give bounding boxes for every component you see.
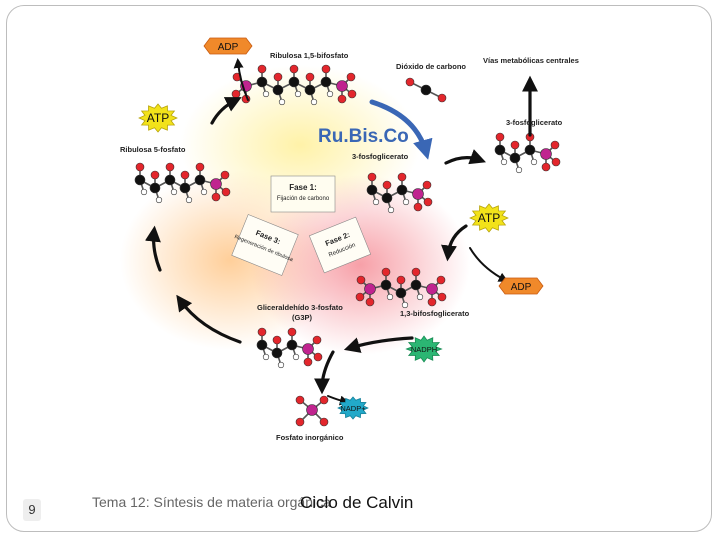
atp-right-label: ATP	[478, 211, 500, 225]
rubisco-arrow	[369, 99, 433, 160]
arrow-nadph	[343, 336, 414, 353]
nadp-badge: NADP+	[337, 396, 369, 420]
phase-3-card: Fase 3: Regeneración de ribulosa	[231, 214, 299, 276]
nadph-label: NADPH	[411, 345, 437, 354]
label-r5p: Ribulosa 5-fosfato	[120, 145, 186, 154]
nadph-badge: NADPH	[405, 335, 443, 363]
arrow-g3p-to-r5p-2	[144, 225, 162, 272]
course-title: Tema 12: Síntesis de materia orgánica	[92, 494, 331, 510]
cycle-arrows	[144, 75, 538, 395]
label-rubp: Ribulosa 1,5-bifosfato	[270, 51, 349, 60]
adp-top-label: ADP	[218, 42, 239, 53]
adp-top-badge: ADP	[203, 37, 253, 55]
phase-2-card: Fase 2: Reducción	[308, 216, 372, 274]
label-co2: Dióxido de carbono	[396, 62, 466, 71]
slide-title: Ciclo de Calvin	[300, 493, 414, 512]
label-g3p: Gliceraldehído 3-fosfato	[257, 303, 343, 312]
label-bpg: 1,3-bifosfoglicerato	[400, 309, 470, 318]
slide-number: 9	[23, 499, 41, 521]
label-3pga-center: 3-fosfoglicerato	[352, 152, 409, 161]
adp-right-badge: ADP	[498, 277, 544, 295]
molecule-co2	[405, 77, 447, 103]
arrow-to-adp-top	[233, 58, 249, 101]
atp-left-badge: ATP	[138, 103, 178, 133]
rubisco-label: Ru.Bis.Co	[318, 126, 409, 147]
atp-right-badge: ATP	[469, 203, 509, 233]
phase-1-title: Fase 1:	[289, 183, 317, 192]
adp-right-label: ADP	[511, 282, 532, 293]
arrow-to-pi	[314, 350, 335, 395]
molecule-g3p	[256, 327, 323, 369]
nadp-label: NADP+	[340, 404, 366, 413]
atp-left-label: ATP	[147, 111, 169, 125]
label-3pga-right: 3-fosfoglicerato	[506, 118, 563, 127]
molecules	[134, 64, 561, 427]
label-g3p-abbr: (G3P)	[292, 313, 313, 322]
arrow-to-nadp	[327, 395, 350, 406]
arrow-g3p-to-r5p-1	[176, 294, 242, 344]
molecule-r5p	[134, 162, 231, 204]
side-arrows	[233, 58, 509, 406]
label-pi: Fosfato inorgánico	[276, 433, 344, 442]
slide-frame	[6, 5, 712, 532]
arrow-to-3pga	[444, 149, 486, 165]
molecule-3pga-right	[494, 132, 561, 174]
label-central-pathways: Vías metabólicas centrales	[483, 56, 579, 65]
phase-1-card: Fase 1: Fijación de carbono	[270, 175, 336, 213]
phase-glow	[120, 65, 470, 355]
molecule-pi	[295, 395, 329, 427]
molecule-3pga-center	[366, 172, 433, 214]
phase-1-subtitle: Fijación de carbono	[277, 196, 330, 202]
arrow-to-adp-right	[469, 247, 509, 282]
arrow-atp-down	[441, 224, 468, 262]
molecule-bpg	[355, 267, 447, 309]
arrow-r5p-to-rubp	[210, 97, 242, 125]
